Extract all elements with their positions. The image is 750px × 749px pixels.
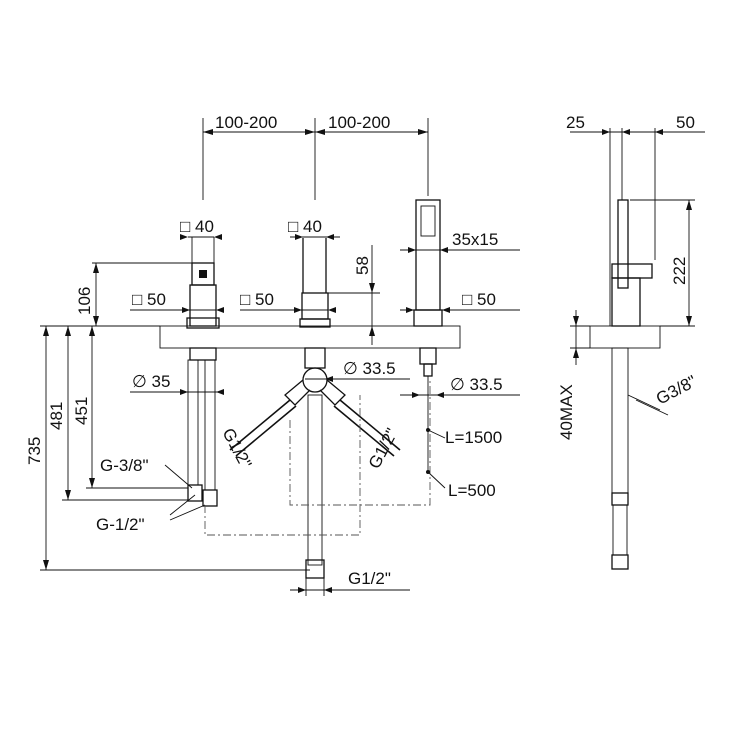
side-25-label: 25: [566, 113, 585, 132]
dim-451-label: 451: [72, 397, 91, 425]
side-body: [611, 199, 653, 570]
dia-33-5-mid-label: ∅ 33.5: [343, 359, 396, 378]
spacing-left-label: 100-200: [215, 113, 277, 132]
dia-35-dimension: [130, 389, 224, 395]
diagonal-hoses: [229, 399, 401, 457]
spacing-dimension: [202, 118, 429, 200]
middle-sq40-dimension: [290, 234, 340, 240]
side-deck: [589, 325, 661, 349]
middle-sq50-dimension: [240, 307, 336, 313]
dia-33-5-right-dimension: [400, 392, 520, 398]
dia-33-5-right-label: ∅ 33.5: [450, 375, 503, 394]
sq40-mid-label: □ 40: [288, 217, 322, 236]
left-sq50-dimension: [130, 307, 224, 313]
deck-hatched: [159, 325, 461, 349]
dia-33-5-mid-dimension: [305, 376, 410, 382]
g38-side-label: G3/8": [653, 372, 700, 409]
l1500-label: L=1500: [445, 428, 502, 447]
g12-left-label: G-1/2": [96, 515, 145, 534]
dim-735-label: 735: [25, 437, 44, 465]
side-g38-leader: [627, 394, 669, 416]
sq40-left-label: □ 40: [180, 217, 214, 236]
l500-label: L=500: [448, 481, 496, 500]
vertical-dimensions: [40, 325, 310, 571]
dim-481-label: 481: [47, 402, 66, 430]
dim-222: [630, 199, 695, 327]
bottom-g12-dimension: [290, 578, 410, 596]
hand-shower-label: 35x15: [452, 230, 498, 249]
left-thread-leaders: [164, 464, 206, 521]
dim-58-label: 58: [353, 256, 372, 275]
side-50-label: 50: [676, 113, 695, 132]
dia-35-label: ∅ 35: [132, 372, 170, 391]
dim-222-label: 222: [670, 257, 689, 285]
dim-40max: [570, 310, 590, 365]
left-sq40-dimension: [180, 234, 222, 263]
g12-diag-left-label: G1/2": [218, 425, 255, 472]
hand-shower-35x15-dimension: [400, 247, 520, 253]
sq50-right-label: □ 50: [462, 290, 496, 309]
side-25-50-dimension: [570, 128, 705, 326]
left-mixer: [186, 262, 220, 507]
middle-spout: [284, 238, 346, 579]
length-markers: [426, 428, 446, 489]
g12-diag-right-label: G1/2": [365, 425, 402, 472]
g38-left-label: G-3/8": [100, 456, 149, 475]
sq50-left-label: □ 50: [132, 290, 166, 309]
hose-routes: [204, 380, 431, 536]
spacing-right-label: 100-200: [328, 113, 390, 132]
g12-bottom-label: G1/2": [348, 569, 391, 588]
right-sq50-dimension: [400, 307, 520, 313]
max40-label: 40MAX: [557, 384, 576, 440]
dim-106-label: 106: [75, 287, 94, 315]
sq50-mid-label: □ 50: [240, 290, 274, 309]
dim-58: [326, 245, 380, 345]
